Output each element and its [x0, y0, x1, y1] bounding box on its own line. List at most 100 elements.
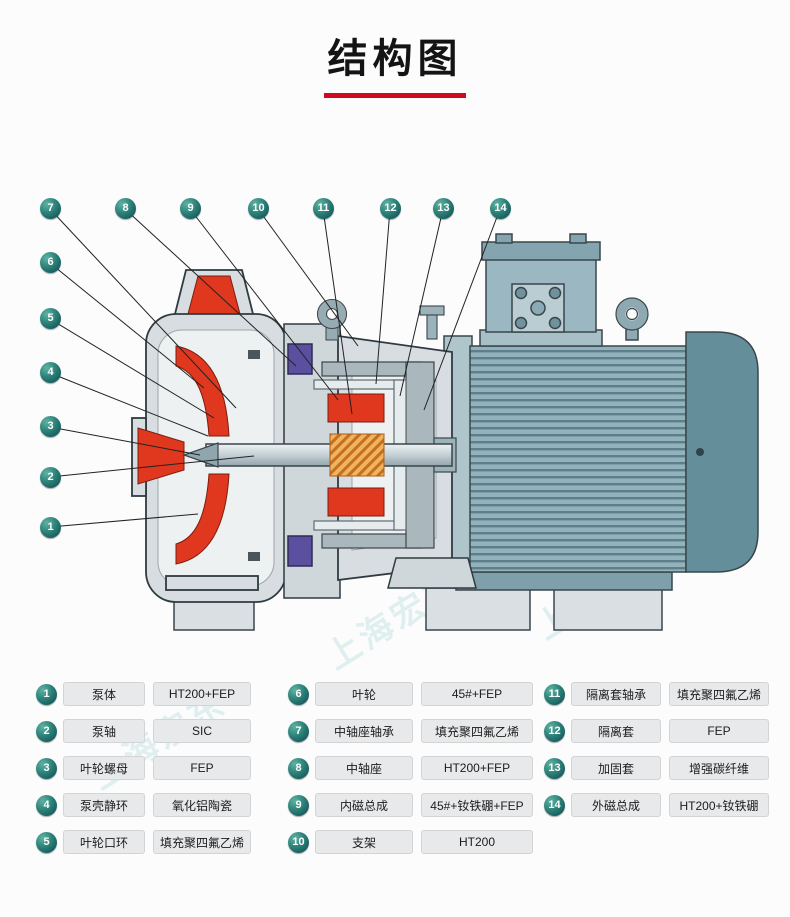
- legend-column-1: 1 泵体 HT200+FEP 2 泵轴 SIC 3 叶轮螺母 FEP 4 泵壳静…: [36, 682, 251, 867]
- bracket-bolt-icon: [419, 305, 445, 340]
- legend-item: 9 内磁总成 45#+钕铁硼+FEP: [288, 793, 533, 817]
- part-name: 叶轮: [315, 682, 413, 706]
- terminal-box-knob: [569, 233, 587, 244]
- impeller-lower-shroud: [175, 473, 230, 565]
- part-material: HT200+钕铁硼: [669, 793, 769, 817]
- seal-ring-purple: [287, 535, 313, 567]
- leader-line-11: [322, 208, 353, 415]
- callout-badge-3: 3: [40, 416, 61, 437]
- legend-item: 10 支架 HT200: [288, 830, 533, 854]
- legend-item: 5 叶轮口环 填充聚四氟乙烯: [36, 830, 251, 854]
- part-material: FEP: [153, 756, 251, 780]
- part-material: 45#+FEP: [421, 682, 533, 706]
- legend-item: 11 隔离套轴承 填充聚四氟乙烯: [544, 682, 769, 706]
- part-name: 叶轮口环: [63, 830, 145, 854]
- callout-badge-5: 5: [40, 308, 61, 329]
- part-number-badge: 6: [288, 683, 309, 705]
- leader-line-12: [375, 208, 391, 385]
- motor-feet-rail: [455, 571, 673, 591]
- part-material: SIC: [153, 719, 251, 743]
- callout-badge-4: 4: [40, 362, 61, 383]
- sleeve-top-wall: [313, 379, 403, 390]
- leader-line-1: [49, 513, 199, 528]
- motor-body-fins: [469, 345, 687, 573]
- legend-item: 14 外磁总成 HT200+钕铁硼: [544, 793, 769, 817]
- end-cap-center-dot: [696, 448, 704, 456]
- part-name: 隔离套: [571, 719, 661, 743]
- part-number-badge: 7: [288, 720, 309, 742]
- legend-item: 8 中轴座 HT200+FEP: [288, 756, 533, 780]
- part-number-badge: 13: [544, 757, 565, 779]
- terminal-box-cover: [481, 241, 601, 261]
- part-name: 叶轮螺母: [63, 756, 145, 780]
- part-name: 中轴座轴承: [315, 719, 413, 743]
- part-number-badge: 11: [544, 683, 565, 705]
- part-material: HT200: [421, 830, 533, 854]
- shaft-bushing-hatched: [329, 433, 385, 477]
- bolt-icon: [548, 316, 562, 330]
- leader-line-6: [49, 262, 205, 389]
- part-material: 填充聚四氟乙烯: [421, 719, 533, 743]
- legend-column-3: 11 隔离套轴承 填充聚四氟乙烯 12 隔离套 FEP 13 加固套 增强碳纤维…: [544, 682, 769, 830]
- legend-item: 4 泵壳静环 氧化铝陶瓷: [36, 793, 251, 817]
- callout-badge-12: 12: [380, 198, 401, 219]
- part-name: 泵体: [63, 682, 145, 706]
- bolt-icon: [514, 316, 528, 330]
- leader-line-4: [49, 372, 209, 437]
- bolt-icon: [548, 286, 562, 300]
- bolt-icon: [248, 552, 260, 561]
- leader-line-14: [423, 208, 501, 411]
- motor-foot-block-right: [553, 587, 663, 631]
- part-number-badge: 3: [36, 757, 57, 779]
- motor-end-cap: [685, 331, 759, 573]
- legend-item: 6 叶轮 45#+FEP: [288, 682, 533, 706]
- part-name: 隔离套轴承: [571, 682, 661, 706]
- part-name: 泵轴: [63, 719, 145, 743]
- leader-line-2: [49, 455, 255, 478]
- part-number-badge: 2: [36, 720, 57, 742]
- leader-lines: [49, 208, 501, 528]
- part-material: HT200+FEP: [153, 682, 251, 706]
- leader-line-9: [189, 208, 339, 401]
- legend-item: 12 隔离套 FEP: [544, 719, 769, 743]
- motor: [443, 233, 759, 591]
- terminal-box-knob: [495, 233, 513, 244]
- part-number-badge: 14: [544, 794, 565, 816]
- callout-badge-1: 1: [40, 517, 61, 538]
- casing-skirt: [165, 575, 259, 591]
- callout-badge-10: 10: [248, 198, 269, 219]
- part-name: 中轴座: [315, 756, 413, 780]
- inner-magnet-bottom: [327, 487, 385, 517]
- legend-item: 1 泵体 HT200+FEP: [36, 682, 251, 706]
- shaft-bar: [205, 443, 453, 467]
- motor-foot-block-left: [425, 587, 531, 631]
- seal-ring-purple: [287, 343, 313, 375]
- inner-magnet-assembly: [327, 393, 385, 517]
- callout-badge-2: 2: [40, 467, 61, 488]
- part-number-badge: 12: [544, 720, 565, 742]
- part-name: 泵壳静环: [63, 793, 145, 817]
- leader-line-13: [399, 208, 444, 397]
- leader-line-10: [257, 208, 359, 347]
- part-name: 加固套: [571, 756, 661, 780]
- part-material: FEP: [669, 719, 769, 743]
- part-number-badge: 10: [288, 831, 309, 853]
- part-material: 氧化铝陶瓷: [153, 793, 251, 817]
- impeller: [175, 345, 230, 565]
- part-number-badge: 4: [36, 794, 57, 816]
- pump-shaft: [182, 433, 453, 477]
- legend-item: 13 加固套 增强碳纤维: [544, 756, 769, 780]
- part-name: 支架: [315, 830, 413, 854]
- legend-item: 3 叶轮螺母 FEP: [36, 756, 251, 780]
- callout-badge-8: 8: [115, 198, 136, 219]
- legend-item: 7 中轴座轴承 填充聚四氟乙烯: [288, 719, 533, 743]
- callout-badge-13: 13: [433, 198, 454, 219]
- part-material: 增强碳纤维: [669, 756, 769, 780]
- part-material: 填充聚四氟乙烯: [153, 830, 251, 854]
- page-title-block: 结构图: [0, 26, 790, 98]
- callout-badge-14: 14: [490, 198, 511, 219]
- callout-badge-11: 11: [313, 198, 334, 219]
- sleeve-bottom-wall: [313, 520, 403, 531]
- legend-item: 2 泵轴 SIC: [36, 719, 251, 743]
